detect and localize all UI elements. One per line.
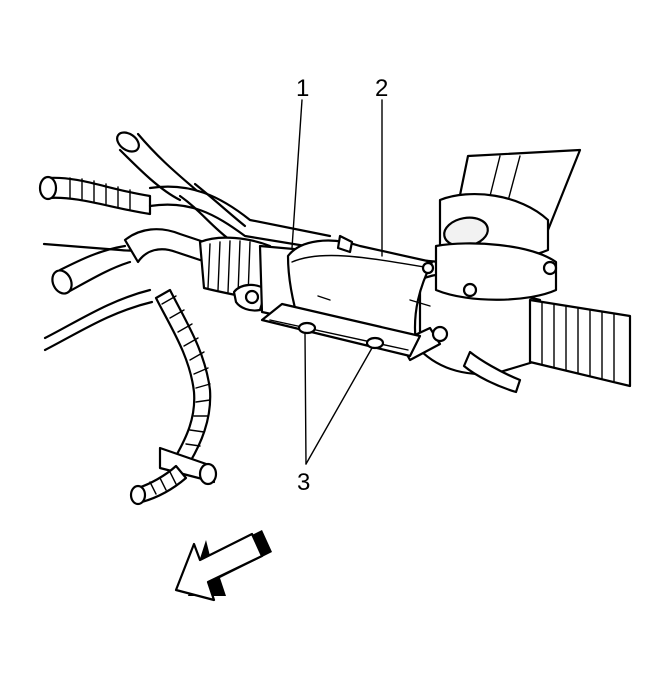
steering-shaft: [434, 148, 582, 301]
leader-lines: [291, 99, 383, 465]
leader-line-1: [291, 99, 303, 249]
callout-label-1: 1: [296, 75, 309, 102]
callout-label-3: 3: [297, 469, 310, 496]
front-direction-arrow-icon: [174, 530, 272, 602]
heat-shield: [260, 234, 435, 358]
leader-line-3b: [305, 347, 373, 465]
power-steering-hoses: [38, 131, 332, 506]
leader-line-3a: [304, 333, 307, 465]
callout-label-2: 2: [375, 75, 388, 102]
